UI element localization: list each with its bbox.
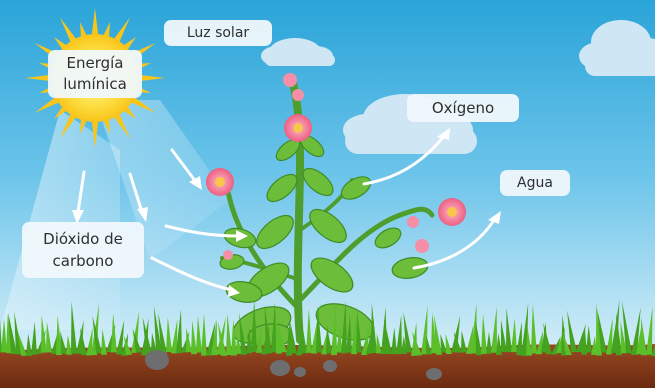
label-dioxido-line2: carbono — [28, 250, 138, 272]
label-luz-solar: Luz solar — [164, 20, 272, 46]
label-dioxido-line1: Dióxido de — [28, 228, 138, 250]
label-energia-line2: lumínica — [54, 74, 136, 95]
label-energia-line1: Energía — [54, 53, 136, 74]
label-oxigeno: Oxígeno — [407, 94, 519, 122]
label-energia-luminica: Energía lumínica — [48, 50, 142, 98]
label-agua: Agua — [500, 170, 570, 196]
label-dioxido-de-carbono: Dióxido de carbono — [22, 222, 144, 278]
